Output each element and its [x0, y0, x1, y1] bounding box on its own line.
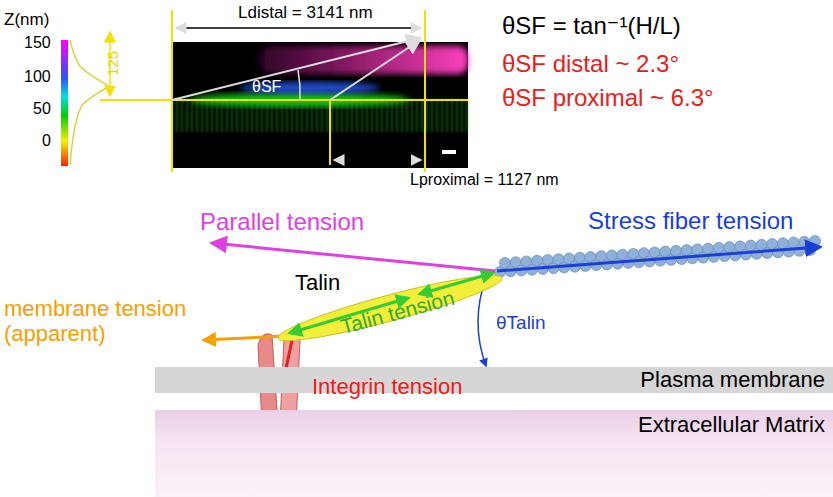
axis-tick: 150 [24, 34, 51, 52]
actin-bead [810, 236, 821, 247]
force-label: membrane tension (apparent) [4, 296, 194, 347]
force-label: Stress fiber tension [588, 207, 793, 235]
parallel-arrow [212, 243, 495, 271]
talin-arrow [290, 298, 408, 333]
z-profile [70, 40, 108, 165]
axis-tick: 0 [42, 132, 51, 150]
axis-tick: 100 [24, 68, 51, 86]
z-color-bar [61, 40, 68, 166]
talin-ellipse [275, 266, 506, 350]
distal-dimension [176, 27, 421, 29]
node-label: Plasma membrane [640, 367, 825, 393]
guide-line [329, 100, 331, 165]
force-label: Integrin tension [312, 374, 462, 399]
axis-tick: 50 [33, 100, 51, 118]
scale-bar [442, 150, 456, 154]
angle-line [330, 40, 420, 100]
dimension-label: Ldistal = 3141 nm [238, 3, 373, 23]
node-label: Extracellular Matrix [638, 412, 825, 438]
ecm-band: Extracellular Matrix [155, 410, 833, 497]
membrane-arrow [204, 336, 284, 340]
angle-label: θTalin [496, 312, 546, 334]
angle-value: θSF proximal ~ 6.3° [502, 84, 714, 112]
formula: θSF = tan⁻¹(H/L) [502, 12, 681, 40]
proximal-dimension [334, 159, 421, 161]
angle-label: θSF [252, 78, 281, 96]
microscopy-image [172, 42, 468, 168]
angle-arc [298, 70, 300, 100]
node-label: Talin [295, 270, 340, 296]
stress-fiber [495, 236, 821, 278]
stress-fiber-arrow [497, 247, 820, 271]
baseline [100, 99, 468, 101]
dimension-label: Lproximal = 1127 nm [410, 171, 559, 189]
guide-line [171, 10, 173, 172]
angle-value: θSF distal ~ 2.3° [502, 50, 679, 78]
force-label: Parallel tension [200, 208, 364, 236]
guide-line [424, 10, 426, 172]
axis-title: Z(nm) [4, 10, 49, 30]
angle-line [172, 38, 420, 100]
height-value: 125 [104, 51, 121, 76]
plasma-membrane-band: Plasma membrane [155, 367, 833, 393]
talin-arrow [420, 273, 493, 294]
